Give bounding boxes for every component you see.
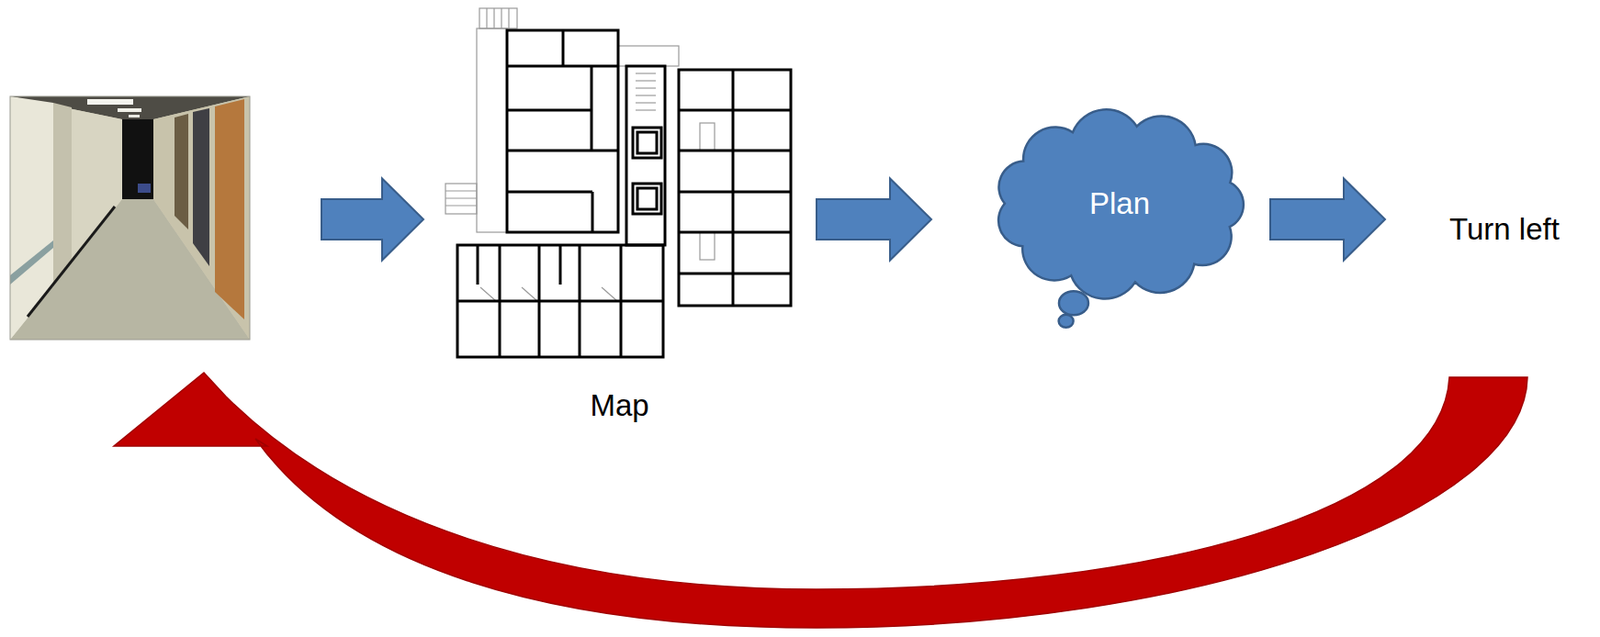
block-arrow xyxy=(816,179,932,261)
action-label: Turn left xyxy=(1449,211,1564,248)
hallway-photo xyxy=(10,96,250,340)
block-arrow xyxy=(321,179,424,261)
figure-caption: Map xyxy=(445,387,794,425)
map-figure: Map xyxy=(445,8,794,433)
floor-plan xyxy=(445,8,794,358)
block-arrow xyxy=(1270,179,1386,261)
thought-cloud: Plan xyxy=(991,112,1248,338)
cloud-label: Plan xyxy=(991,185,1248,223)
action-text: Turn left xyxy=(1449,211,1564,248)
feedback-arrow xyxy=(113,372,1528,629)
cloud-shape xyxy=(991,112,1248,338)
